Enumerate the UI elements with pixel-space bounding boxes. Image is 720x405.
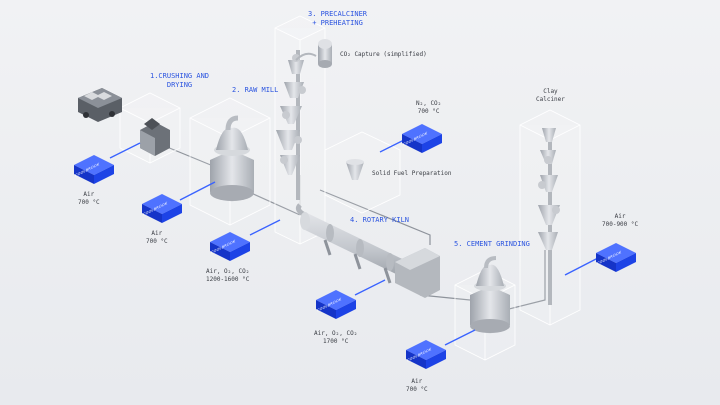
condition-line: 700-900 °C bbox=[602, 221, 639, 228]
condition-line: 700 °C bbox=[406, 386, 428, 393]
condition-line: 1700 °C bbox=[323, 338, 349, 345]
unit-box-icon bbox=[402, 124, 442, 153]
condition-line: Air bbox=[83, 191, 95, 198]
condition-line: Air bbox=[151, 230, 163, 237]
label-line: Calciner bbox=[536, 96, 565, 103]
unit-box-icon bbox=[316, 290, 356, 319]
preheater-tower bbox=[276, 50, 317, 200]
solid-fuel-hopper bbox=[346, 159, 364, 180]
unit-conditions: Air, O₂, CO₂ 1700 °C bbox=[314, 330, 357, 346]
condition-line: Air bbox=[411, 378, 423, 385]
stage-label-crushing: 1.CRUSHING AND DRYING bbox=[150, 72, 209, 90]
stage-line: 3. PRECALCINER bbox=[308, 10, 368, 18]
unit-conditions: Air, O₂, CO₂ 1200-1600 °C bbox=[206, 268, 249, 284]
stage-label-cement-grinding: 5. CEMENT GRINDING bbox=[454, 240, 530, 249]
condition-line: Air, O₂, CO₂ bbox=[206, 268, 250, 275]
crusher-building bbox=[140, 118, 170, 156]
unit-connectors bbox=[109, 139, 599, 346]
co2-capture-vessel bbox=[318, 39, 332, 68]
solid-fuel-label: Solid Fuel Preparation bbox=[372, 170, 452, 177]
co2-capture-label: CO₂ Capture (simplified) bbox=[340, 51, 427, 58]
condition-line: 700 °C bbox=[417, 108, 440, 115]
stage-line: 2. RAW MILL bbox=[232, 86, 279, 94]
stage-line: 5. CEMENT GRINDING bbox=[454, 240, 530, 248]
unit-box-icon bbox=[142, 194, 182, 223]
rotary-kiln bbox=[295, 203, 440, 298]
condition-line: 700 °C bbox=[146, 238, 168, 245]
unit-box-icon bbox=[406, 340, 446, 369]
clay-calciner bbox=[538, 128, 560, 305]
cement-mill bbox=[470, 256, 510, 334]
clay-calciner-label: Clay Calciner bbox=[536, 88, 565, 104]
stage-line: + PREHEATING bbox=[312, 19, 363, 27]
stage-line: 4. ROTARY KILN bbox=[350, 216, 410, 224]
unit-conditions: Air 700 °C bbox=[78, 191, 100, 207]
condition-line: Air bbox=[614, 213, 626, 220]
unit-box-icon bbox=[596, 243, 636, 272]
stage-label-raw-mill: 2. RAW MILL bbox=[232, 86, 278, 95]
condition-line: Air, O₂, CO₂ bbox=[314, 330, 358, 337]
stage-label-precalciner: 3. PRECALCINER + PREHEATING bbox=[308, 10, 367, 28]
raw-mill bbox=[210, 115, 254, 202]
stage-line: DRYING bbox=[166, 81, 193, 89]
condition-line: N₂, CO₂ bbox=[416, 100, 442, 107]
unit-box-icon bbox=[74, 155, 114, 184]
unit-conditions: Air 700 °C bbox=[146, 230, 168, 246]
unit-conditions: Air 700 °C bbox=[406, 378, 428, 394]
stage-label-rotary-kiln: 4. ROTARY KILN bbox=[350, 216, 409, 225]
condition-line: 700 °C bbox=[78, 199, 100, 206]
condition-line: 1200-1600 °C bbox=[206, 276, 250, 283]
unit-conditions: N₂, CO₂ 700 °C bbox=[416, 100, 441, 116]
truck-illustration bbox=[78, 88, 122, 122]
unit-conditions: Air 700-900 °C bbox=[602, 213, 638, 229]
unit-box-icon bbox=[210, 232, 250, 261]
label-line: Clay bbox=[543, 88, 558, 95]
stage-line: 1.CRUSHING AND bbox=[150, 72, 210, 80]
